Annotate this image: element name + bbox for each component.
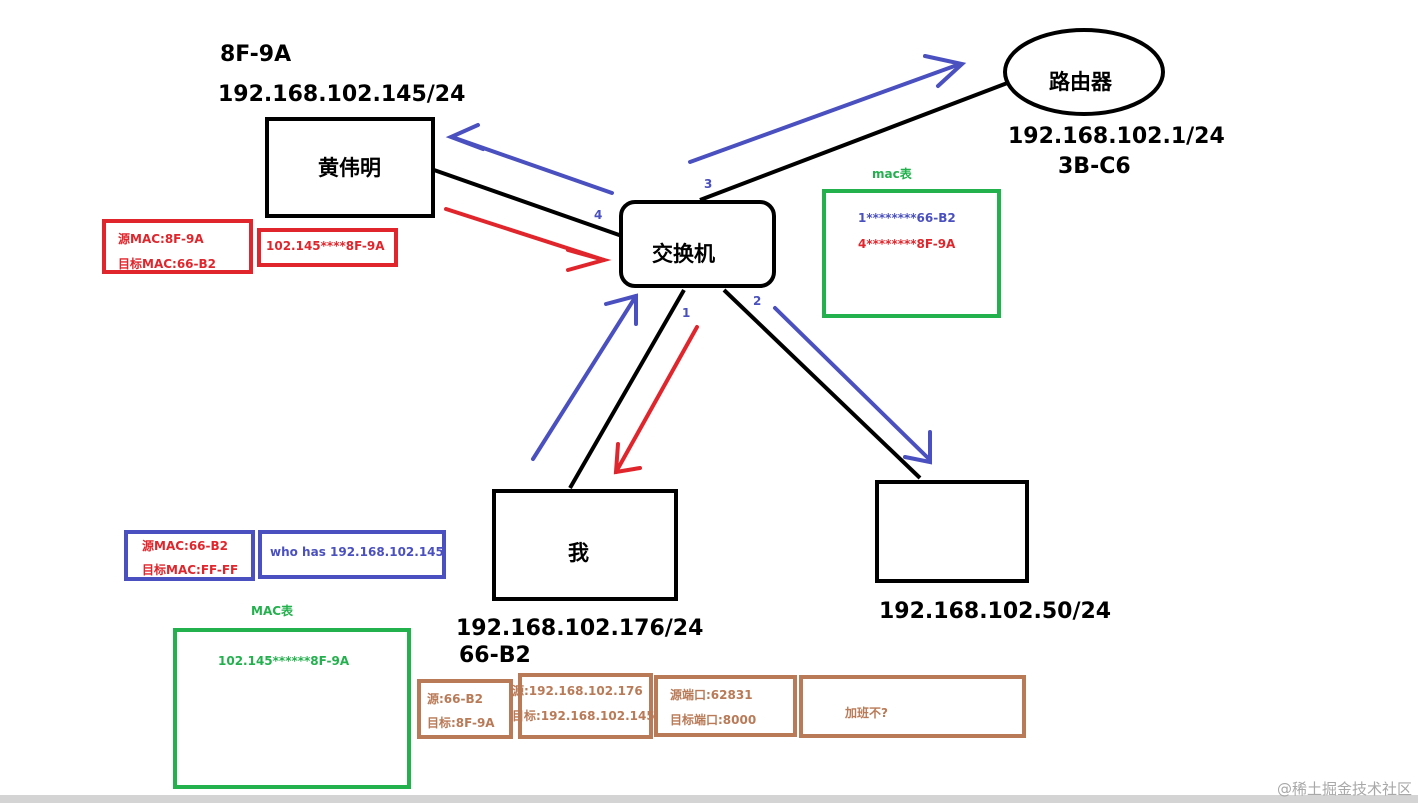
arrow-switch-to-router bbox=[688, 54, 967, 164]
reply-frame-src: 源MAC:8F-9A bbox=[118, 232, 204, 246]
switch-mac-table-box bbox=[822, 189, 1001, 318]
my-table-entry-1: 102.145******8F-9A bbox=[218, 654, 350, 668]
packet-port-src: 源端口:62831 bbox=[670, 688, 753, 702]
request-frame-payload: who has 192.168.102.145 bbox=[270, 545, 444, 559]
me-ip-label: 192.168.102.176/24 bbox=[456, 616, 704, 641]
router-mac-label: 3B-C6 bbox=[1058, 154, 1131, 179]
huang-mac-label: 8F-9A bbox=[220, 42, 292, 67]
watermark: @稀土掘金技术社区 bbox=[1276, 780, 1412, 798]
reply-frame-mac-box bbox=[102, 219, 253, 274]
switch-table-entry-2: 4********8F-9A bbox=[858, 237, 956, 251]
packet-ip-box bbox=[518, 673, 653, 739]
node-host50-box bbox=[875, 480, 1029, 583]
port-3-label: 3 bbox=[704, 177, 713, 191]
node-me-box bbox=[492, 489, 678, 601]
port-2-label: 2 bbox=[753, 294, 762, 308]
switch-table-title: mac表 bbox=[872, 167, 912, 181]
packet-ip-src: 源:192.168.102.176 bbox=[512, 684, 643, 698]
arrow-switch-to-host50 bbox=[773, 306, 932, 465]
node-me-label: 我 bbox=[568, 541, 589, 565]
request-frame-mac-box bbox=[124, 530, 255, 581]
packet-ip-dst: 目标:192.168.102.145 bbox=[512, 709, 655, 723]
node-switch-box bbox=[619, 200, 776, 288]
link-switch-host50 bbox=[722, 288, 922, 480]
packet-mac-box bbox=[417, 679, 513, 739]
reply-frame-payload-box bbox=[257, 228, 398, 267]
packet-mac-dst: 目标:8F-9A bbox=[427, 716, 495, 730]
switch-table-entry-1: 1********66-B2 bbox=[858, 211, 956, 225]
request-frame-payload-box bbox=[258, 530, 446, 579]
port-4-label: 4 bbox=[594, 208, 603, 222]
host50-ip-label: 192.168.102.50/24 bbox=[879, 599, 1112, 624]
arrow-huang-to-switch bbox=[444, 207, 612, 272]
packet-data: 加班不? bbox=[845, 706, 888, 720]
reply-frame-payload: 102.145****8F-9A bbox=[266, 239, 385, 253]
packet-port-box bbox=[654, 675, 797, 737]
my-mac-table-box bbox=[173, 628, 411, 789]
link-huang-switch bbox=[433, 168, 623, 238]
packet-data-box bbox=[799, 675, 1026, 738]
packet-mac-src: 源:66-B2 bbox=[427, 692, 483, 706]
my-table-title: MAC表 bbox=[251, 604, 294, 618]
request-frame-dst: 目标MAC:FF-FF bbox=[142, 563, 239, 577]
link-switch-router bbox=[699, 80, 1011, 202]
request-frame-src: 源MAC:66-B2 bbox=[142, 539, 229, 553]
me-mac-label: 66-B2 bbox=[459, 643, 531, 668]
link-switch-me bbox=[568, 289, 686, 489]
reply-frame-dst: 目标MAC:66-B2 bbox=[118, 257, 217, 271]
bottom-scrollbar-strip bbox=[0, 795, 1418, 803]
node-router-ellipse bbox=[1003, 28, 1165, 116]
node-huang-box bbox=[265, 117, 435, 218]
router-ip-label: 192.168.102.1/24 bbox=[1008, 124, 1225, 149]
arrow-switch-to-huang bbox=[445, 123, 614, 195]
node-huang-label: 黄伟明 bbox=[318, 156, 381, 180]
arrow-switch-to-me bbox=[613, 325, 699, 475]
arrow-me-to-switch bbox=[531, 293, 638, 461]
node-router-label: 路由器 bbox=[1049, 70, 1112, 94]
huang-ip-label: 192.168.102.145/24 bbox=[218, 82, 466, 107]
packet-port-dst: 目标端口:8000 bbox=[670, 713, 757, 727]
node-switch-label: 交换机 bbox=[652, 242, 715, 266]
port-1-label: 1 bbox=[682, 306, 691, 320]
